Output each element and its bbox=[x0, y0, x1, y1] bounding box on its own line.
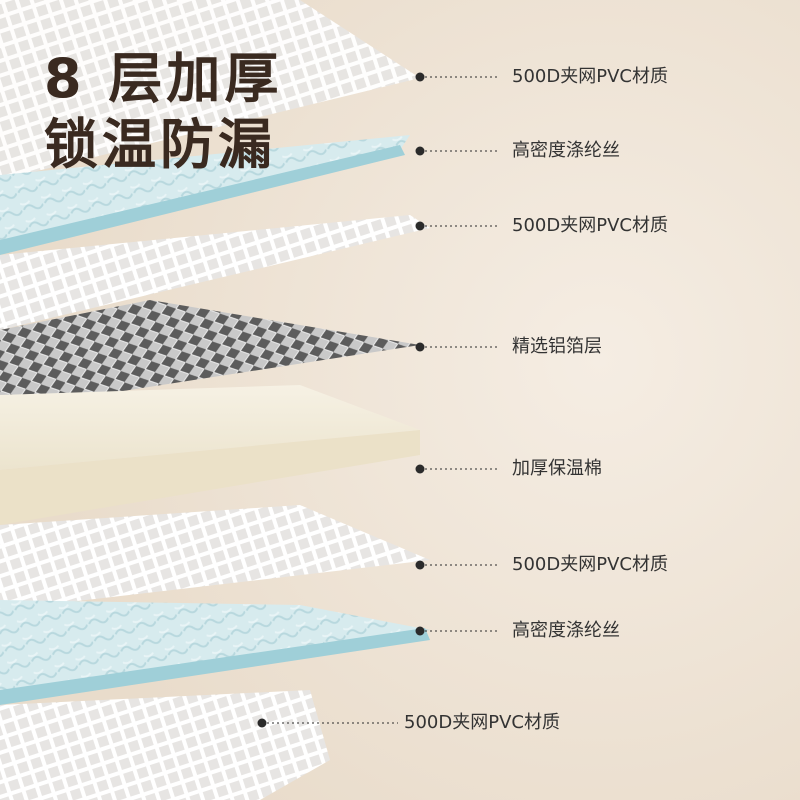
layer-label-3: 500D夹网PVC材质 bbox=[512, 215, 668, 236]
layer-label-6: 500D夹网PVC材质 bbox=[512, 554, 668, 575]
layer-label-8: 500D夹网PVC材质 bbox=[404, 712, 560, 733]
layer-label-5: 加厚保温棉 bbox=[512, 458, 602, 479]
layer-label-1: 500D夹网PVC材质 bbox=[512, 66, 668, 87]
polyester-edge-1 bbox=[0, 145, 405, 255]
mesh-layer-1 bbox=[0, 0, 420, 180]
layer-label-4: 精选铝箔层 bbox=[512, 336, 602, 357]
headline-line-1: 8 层加厚 bbox=[44, 47, 283, 110]
headline: 8 层加厚 锁温防漏 bbox=[44, 46, 282, 178]
leader-dot-3 bbox=[415, 221, 425, 231]
mesh-layer-4 bbox=[0, 690, 330, 800]
leader-lines bbox=[262, 76, 500, 724]
layer-label-2: 高密度涤纶丝 bbox=[512, 140, 620, 161]
polyester-edge-2 bbox=[0, 628, 430, 705]
headline-line-2: 锁温防漏 bbox=[44, 113, 276, 176]
foam-layer-front bbox=[0, 430, 420, 525]
leader-dot-2 bbox=[415, 146, 425, 156]
leader-dot-5 bbox=[415, 464, 425, 474]
mesh-layer-3 bbox=[0, 505, 430, 610]
layer-stack bbox=[0, 0, 430, 800]
mesh-layer-2 bbox=[0, 215, 430, 330]
leader-dot-8 bbox=[257, 718, 267, 728]
foil-layer bbox=[0, 300, 420, 410]
leader-dot-6 bbox=[415, 560, 425, 570]
leader-dot-1 bbox=[415, 72, 425, 82]
leader-dot-4 bbox=[415, 342, 425, 352]
foam-layer-top bbox=[0, 385, 420, 470]
leader-dot-7 bbox=[415, 626, 425, 636]
leader-dots bbox=[257, 72, 425, 728]
layer-label-7: 高密度涤纶丝 bbox=[512, 620, 620, 641]
